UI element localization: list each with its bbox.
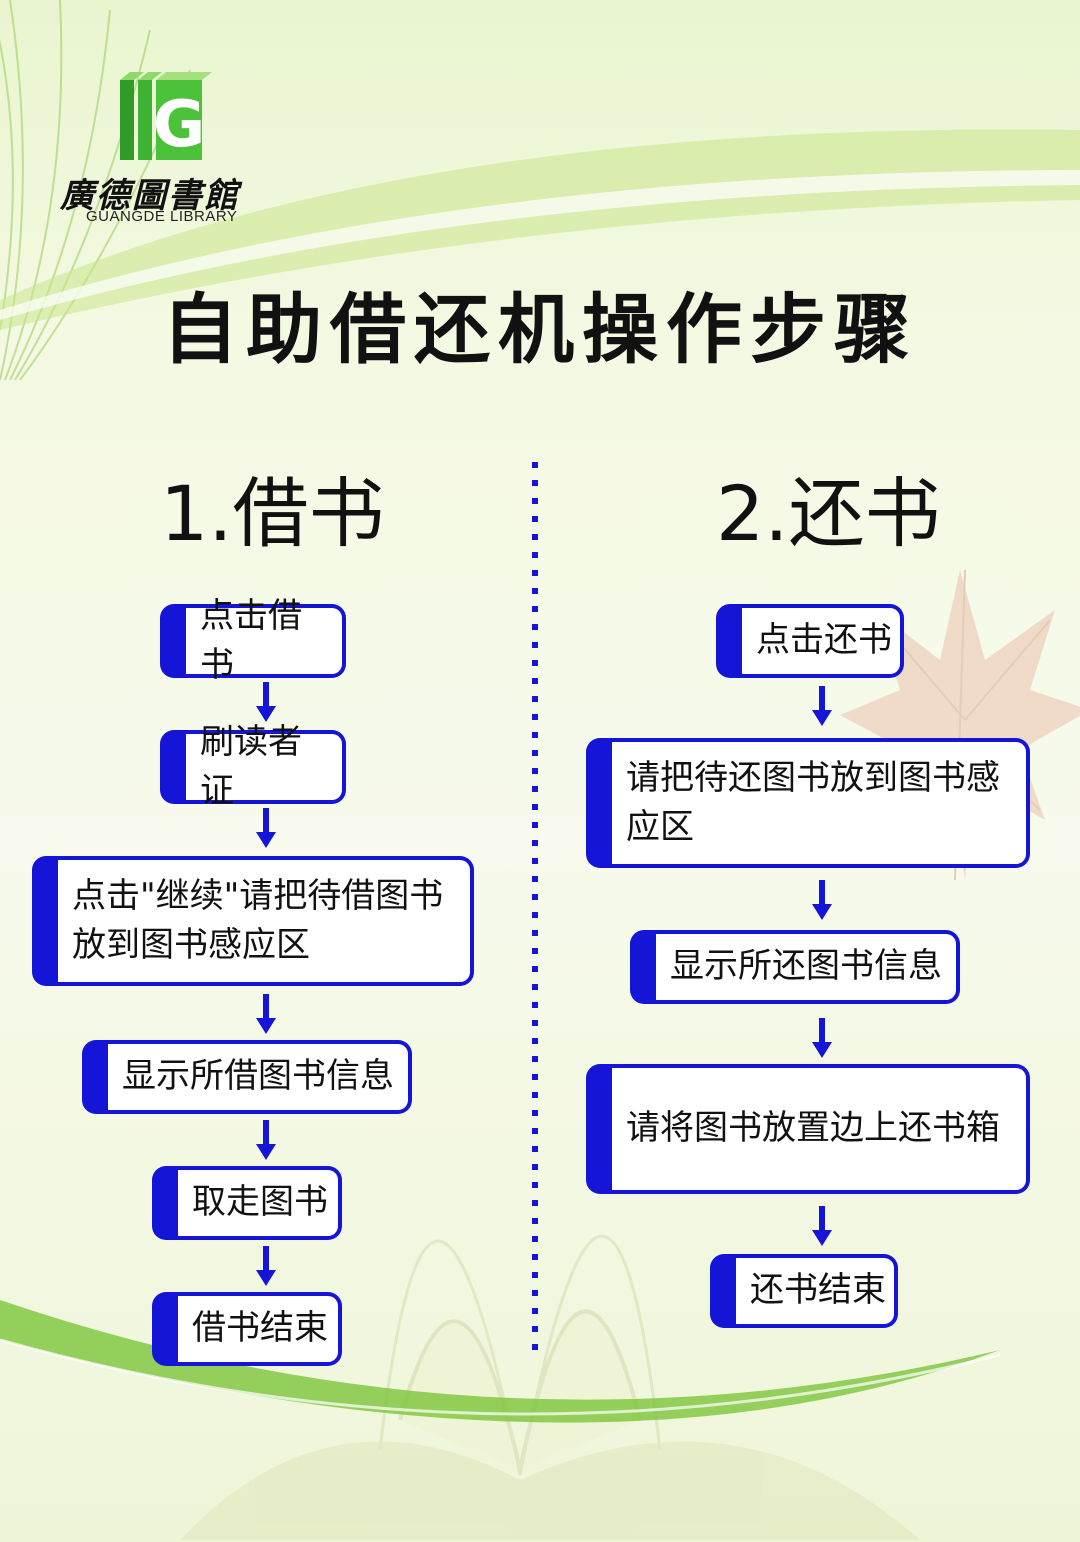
return-step-3-label: 显示所还图书信息 <box>670 946 942 987</box>
return-step-1: 点击还书 <box>716 604 904 678</box>
column-divider <box>532 462 538 1362</box>
borrow-heading: 1.借书 <box>160 469 385 558</box>
book-logo-icon: G <box>120 72 212 162</box>
arrow-down-icon <box>812 686 832 726</box>
return-step-1-label: 点击还书 <box>756 620 892 661</box>
return-step-4-label: 请将图书放置边上还书箱 <box>626 1108 1000 1149</box>
arrow-down-icon <box>812 1018 832 1058</box>
library-name-en: GUANGDE LIBRARY <box>86 208 238 225</box>
arrow-down-icon <box>256 1246 276 1286</box>
return-step-3: 显示所还图书信息 <box>630 930 960 1004</box>
arrow-down-icon <box>256 682 276 722</box>
arrow-down-icon <box>256 994 276 1034</box>
arrow-down-icon <box>812 880 832 920</box>
return-step-2: 请把待还图书放到图书感应区 <box>586 738 1030 868</box>
borrow-step-1: 点击借书 <box>160 596 346 685</box>
arrow-down-icon <box>812 1206 832 1246</box>
borrow-step-6: 借书结束 <box>152 1292 342 1366</box>
return-step-5: 还书结束 <box>710 1254 898 1328</box>
return-step-5-label: 还书结束 <box>750 1270 886 1311</box>
arrow-down-icon <box>256 1120 276 1160</box>
borrow-step-6-label: 借书结束 <box>192 1308 328 1349</box>
borrow-step-5-label: 取走图书 <box>192 1182 328 1223</box>
return-heading: 2.还书 <box>716 469 941 558</box>
borrow-step-1-label: 点击借书 <box>200 595 302 685</box>
return-step-2-label: 请把待还图书放到图书感应区 <box>626 757 1000 847</box>
borrow-step-4: 显示所借图书信息 <box>82 1040 412 1114</box>
library-name-cn: 廣德圖書館 <box>60 176 240 216</box>
svg-text:G: G <box>153 88 206 162</box>
borrow-step-4-label: 显示所借图书信息 <box>122 1056 394 1097</box>
borrow-step-2: 刷读者证 <box>160 722 346 811</box>
arrow-down-icon <box>256 808 276 848</box>
page-title: 自助借还机操作步骤 <box>162 285 918 374</box>
borrow-step-2-label: 刷读者证 <box>200 721 302 811</box>
borrow-step-5: 取走图书 <box>152 1166 342 1240</box>
borrow-step-3: 点击"继续"请把待借图书放到图书感应区 <box>32 856 474 986</box>
return-step-4: 请将图书放置边上还书箱 <box>586 1064 1030 1194</box>
borrow-step-3-label: 点击"继续"请把待借图书放到图书感应区 <box>72 875 444 965</box>
